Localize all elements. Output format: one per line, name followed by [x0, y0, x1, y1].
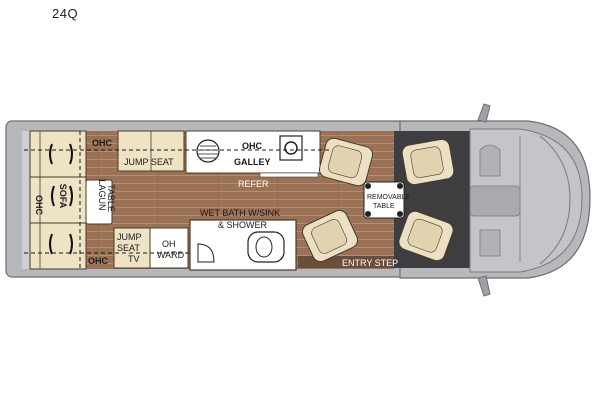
wet-bath-label-1: WET BATH W/SINK [200, 208, 280, 218]
entry-step-label: ENTRY STEP [342, 258, 398, 268]
overhead-cabinet-outlines [24, 131, 330, 269]
jump-seat-tv-label-1: JUMP [117, 232, 142, 242]
oh-ward-label-1: OH [162, 239, 176, 249]
jump-seat-top-label: JUMP SEAT [124, 157, 174, 167]
rear-wall [22, 131, 30, 269]
removable-table-label-2: TABLE [373, 203, 395, 210]
cab-seat [401, 138, 455, 186]
refer-cabinet [259, 172, 319, 178]
refer-label: REFER [238, 179, 269, 189]
captain-chair [318, 137, 374, 187]
jump-seat-top [117, 130, 185, 172]
ohc-galley-label: OHC [242, 141, 263, 151]
cooktop-icon [279, 135, 303, 161]
rear-sofa [29, 130, 87, 270]
sink-icon [196, 139, 220, 163]
captain-chair [301, 209, 359, 263]
lagun-table [85, 179, 113, 225]
center-console [469, 185, 521, 217]
oh-wardrobe [149, 227, 189, 269]
galley-label: GALLEY [234, 157, 271, 167]
ohc-bottom-label: OHC [88, 256, 109, 266]
removable-table-label-1: REMOVABLE [367, 194, 410, 201]
lagun-label: LAGUN [97, 179, 107, 210]
ohc-sofa-label: OHC [34, 195, 44, 216]
floorplan-model-name: 24Q [52, 6, 79, 21]
steering-wheel [479, 144, 501, 177]
ohc-top-label: OHC [92, 138, 113, 148]
galley [185, 130, 321, 174]
shower-icon [197, 243, 215, 263]
cab-seat [398, 210, 454, 262]
jump-seat-tv-label-3: TV [128, 254, 140, 264]
wet-bath [189, 219, 297, 271]
jump-seat-tv-label-2: SEAT [117, 243, 140, 253]
removable-table [363, 181, 405, 219]
sofa-label: SOFA [58, 184, 68, 209]
wet-bath-label-2: & SHOWER [218, 220, 268, 230]
lagun-table-label: TABLE [106, 184, 116, 212]
oh-ward-label-2: WARD [157, 250, 185, 260]
toilet-icon [247, 231, 285, 263]
jump-seat-tv [113, 227, 151, 269]
